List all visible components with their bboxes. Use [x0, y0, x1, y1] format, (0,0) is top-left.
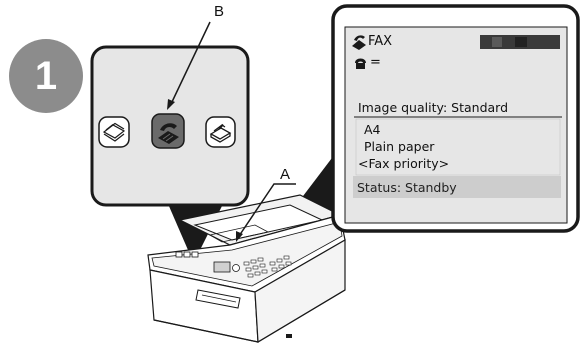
printer-keypad [243, 255, 292, 278]
step-circle [9, 39, 83, 113]
lcd-fax-mode-icon [352, 35, 366, 50]
callout-b-arrowhead [167, 99, 175, 110]
lcd-number-prefix: = [370, 55, 381, 70]
copy-mode-button [98, 116, 130, 148]
printer-dial [232, 264, 240, 272]
lcd-setting-priority: <Fax priority> [358, 156, 450, 171]
printer-fax-button [183, 251, 191, 258]
fax-mode-button [151, 113, 185, 149]
lcd-status: Status: Standby [357, 180, 457, 195]
lcd-image-quality: Image quality: Standard [358, 100, 509, 115]
scan-mode-button [205, 116, 236, 148]
lcd-phone-icon [355, 58, 366, 69]
lcd-status-bar [353, 176, 561, 198]
scan-icon [209, 123, 232, 143]
lcd-settings-frame [355, 118, 561, 176]
document-guide [208, 224, 270, 243]
paper-output-tray [195, 289, 241, 309]
printer-copy-button [175, 251, 183, 258]
callout-b-line [170, 21, 211, 105]
output-slot-line [201, 294, 237, 303]
callout-a-arrowhead [236, 231, 243, 242]
callout-b-label: B [214, 3, 225, 20]
lcd-mode-title: FAX [368, 34, 393, 49]
power-lamp [286, 334, 292, 338]
copy-icon [102, 122, 126, 142]
printer-base [153, 289, 346, 343]
callout-a-line [238, 183, 296, 237]
lcd-title-pixel [515, 37, 527, 47]
lcd-setting-size: A4 [364, 122, 381, 137]
fax-icon [158, 123, 179, 144]
callout-a-label: A [280, 166, 291, 183]
lcd-title-pixel [492, 37, 502, 47]
printer [147, 194, 346, 344]
control-panel [151, 221, 343, 287]
step-number: 1 [34, 54, 58, 98]
lcd-setting-media: Plain paper [364, 139, 435, 154]
printer-scan-button [191, 251, 199, 258]
printer-lcd [213, 261, 231, 273]
